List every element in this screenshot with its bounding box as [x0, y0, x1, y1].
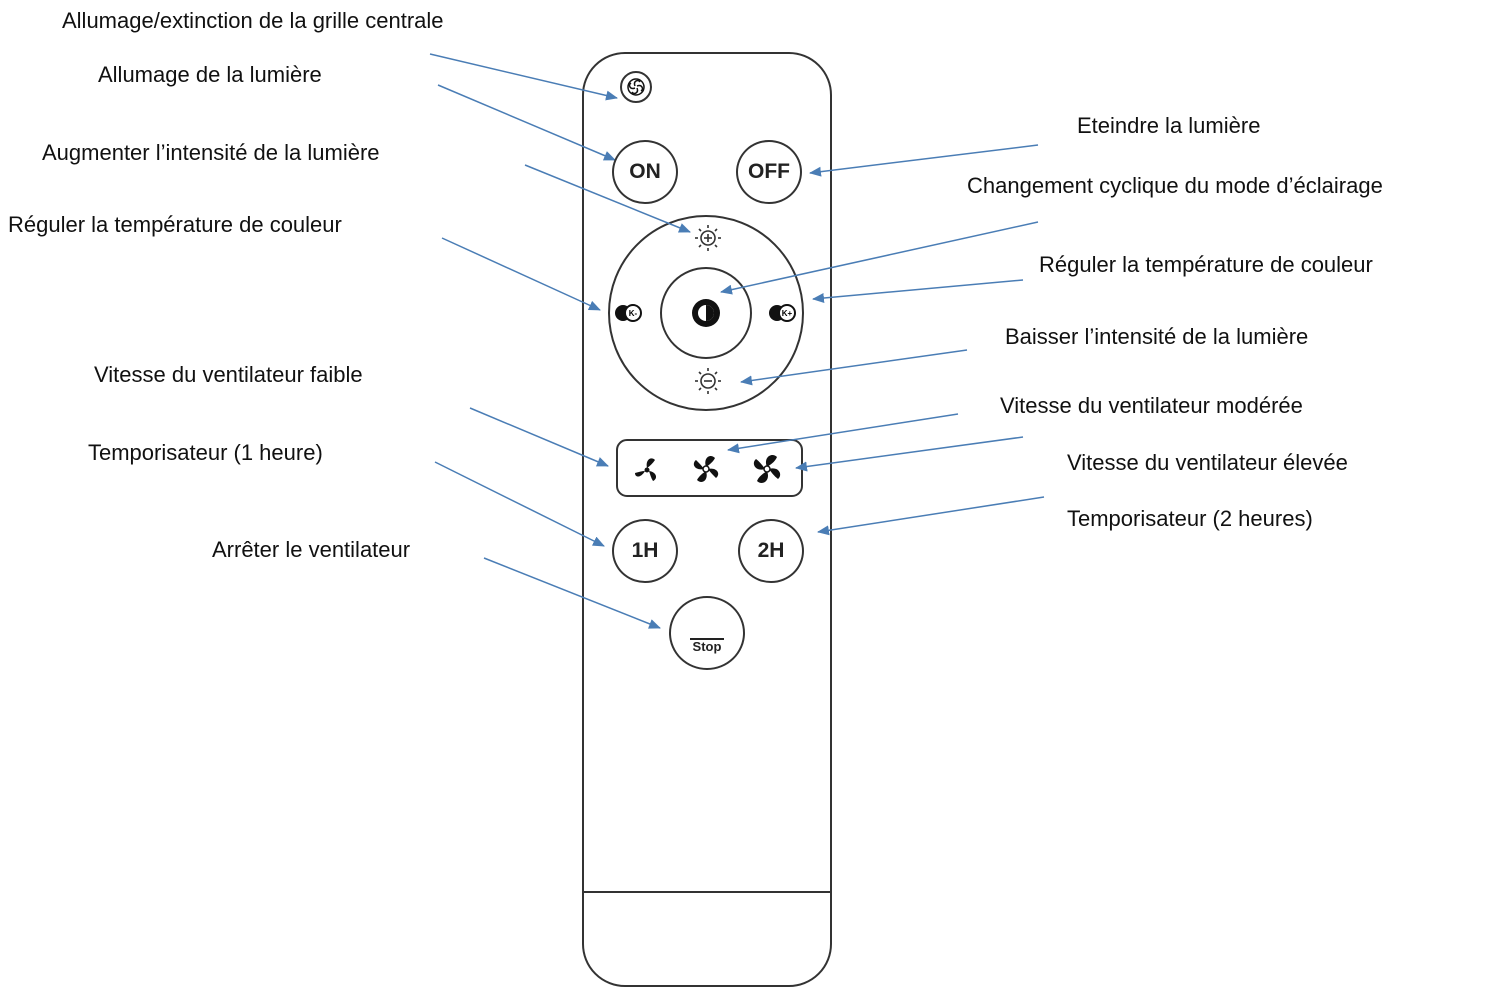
label-color-temp-right: Réguler la température de couleur — [1039, 252, 1373, 277]
brightness-down-button[interactable] — [690, 365, 726, 399]
arrow-decrease-light — [740, 349, 968, 386]
svg-text:K-: K- — [629, 309, 638, 318]
color-temp-plus-button[interactable] — [764, 300, 800, 328]
on-button-label: ON — [629, 160, 661, 183]
label-increase-light: Augmenter l’intensité de la lumière — [42, 140, 380, 165]
grille-toggle-hit[interactable] — [620, 71, 652, 103]
on-button[interactable]: ON — [612, 140, 678, 204]
off-button-label: OFF — [748, 160, 790, 183]
fan-stop-button[interactable]: Stop — [669, 596, 745, 670]
label-fan-high: Vitesse du ventilateur élevée — [1067, 450, 1348, 475]
brightness-up-button[interactable] — [690, 222, 726, 256]
label-cycle-mode: Changement cyclique du mode d’éclairage — [967, 173, 1383, 198]
label-decrease-light: Baisser l’intensité de la lumière — [1005, 324, 1309, 349]
fan-medium-button[interactable] — [686, 450, 726, 490]
arrow-increase-light — [524, 164, 691, 233]
svg-text:K+: K+ — [782, 309, 793, 318]
label-light-off: Eteindre la lumière — [1077, 113, 1261, 138]
brightness-up-icon — [695, 225, 721, 251]
label-grid-toggle: Allumage/extinction de la grille central… — [62, 8, 444, 33]
label-light-on: Allumage de la lumière — [98, 62, 322, 87]
fan-medium-icon — [693, 456, 719, 482]
color-temp-plus-icon: K+ — [769, 304, 796, 322]
fan-high-button[interactable] — [747, 450, 787, 490]
timer-2h-label: 2H — [757, 539, 785, 562]
arrow-fan-medium — [727, 413, 959, 454]
arrow-timer-1h — [434, 461, 605, 547]
mode-cycle-icon — [692, 299, 720, 327]
label-fan-medium: Vitesse du ventilateur modérée — [1000, 393, 1303, 418]
fan-low-button[interactable] — [627, 450, 667, 490]
fan-low-icon — [635, 458, 657, 481]
arrow-fan-stop — [483, 557, 661, 629]
label-fan-stop: Arrêter le ventilateur — [212, 537, 411, 562]
label-color-temp-left: Réguler la température de couleur — [8, 212, 342, 237]
brightness-down-icon — [695, 368, 721, 394]
arrow-light-off — [809, 144, 1039, 177]
callout-arrows — [429, 53, 1045, 629]
grille-icon — [627, 78, 645, 96]
label-fan-low: Vitesse du ventilateur faible — [94, 362, 363, 387]
color-temp-minus-button[interactable] — [610, 300, 646, 328]
arrow-color-temp-left — [441, 237, 601, 311]
arrow-fan-high — [795, 436, 1024, 472]
label-timer-2h: Temporisateur (2 heures) — [1067, 506, 1313, 531]
fan-high-icon — [753, 455, 781, 483]
fan-stop-label: Stop — [689, 638, 725, 654]
arrow-fan-low — [469, 407, 609, 467]
arrow-timer-2h — [817, 496, 1045, 536]
grille-toggle-button — [620, 71, 652, 103]
arrow-light-on — [437, 84, 616, 161]
mode-cycle-hit[interactable] — [661, 268, 751, 358]
arrow-color-temp-right — [812, 279, 1024, 303]
timer-2h-button[interactable]: 2H — [738, 519, 804, 583]
arrow-grid-toggle — [429, 53, 618, 101]
color-temp-minus-icon: K- — [615, 304, 642, 322]
timer-1h-button[interactable]: 1H — [612, 519, 678, 583]
label-timer-1h: Temporisateur (1 heure) — [88, 440, 323, 465]
off-button[interactable]: OFF — [736, 140, 802, 204]
arrow-cycle-mode — [720, 221, 1039, 295]
timer-1h-label: 1H — [631, 539, 659, 562]
